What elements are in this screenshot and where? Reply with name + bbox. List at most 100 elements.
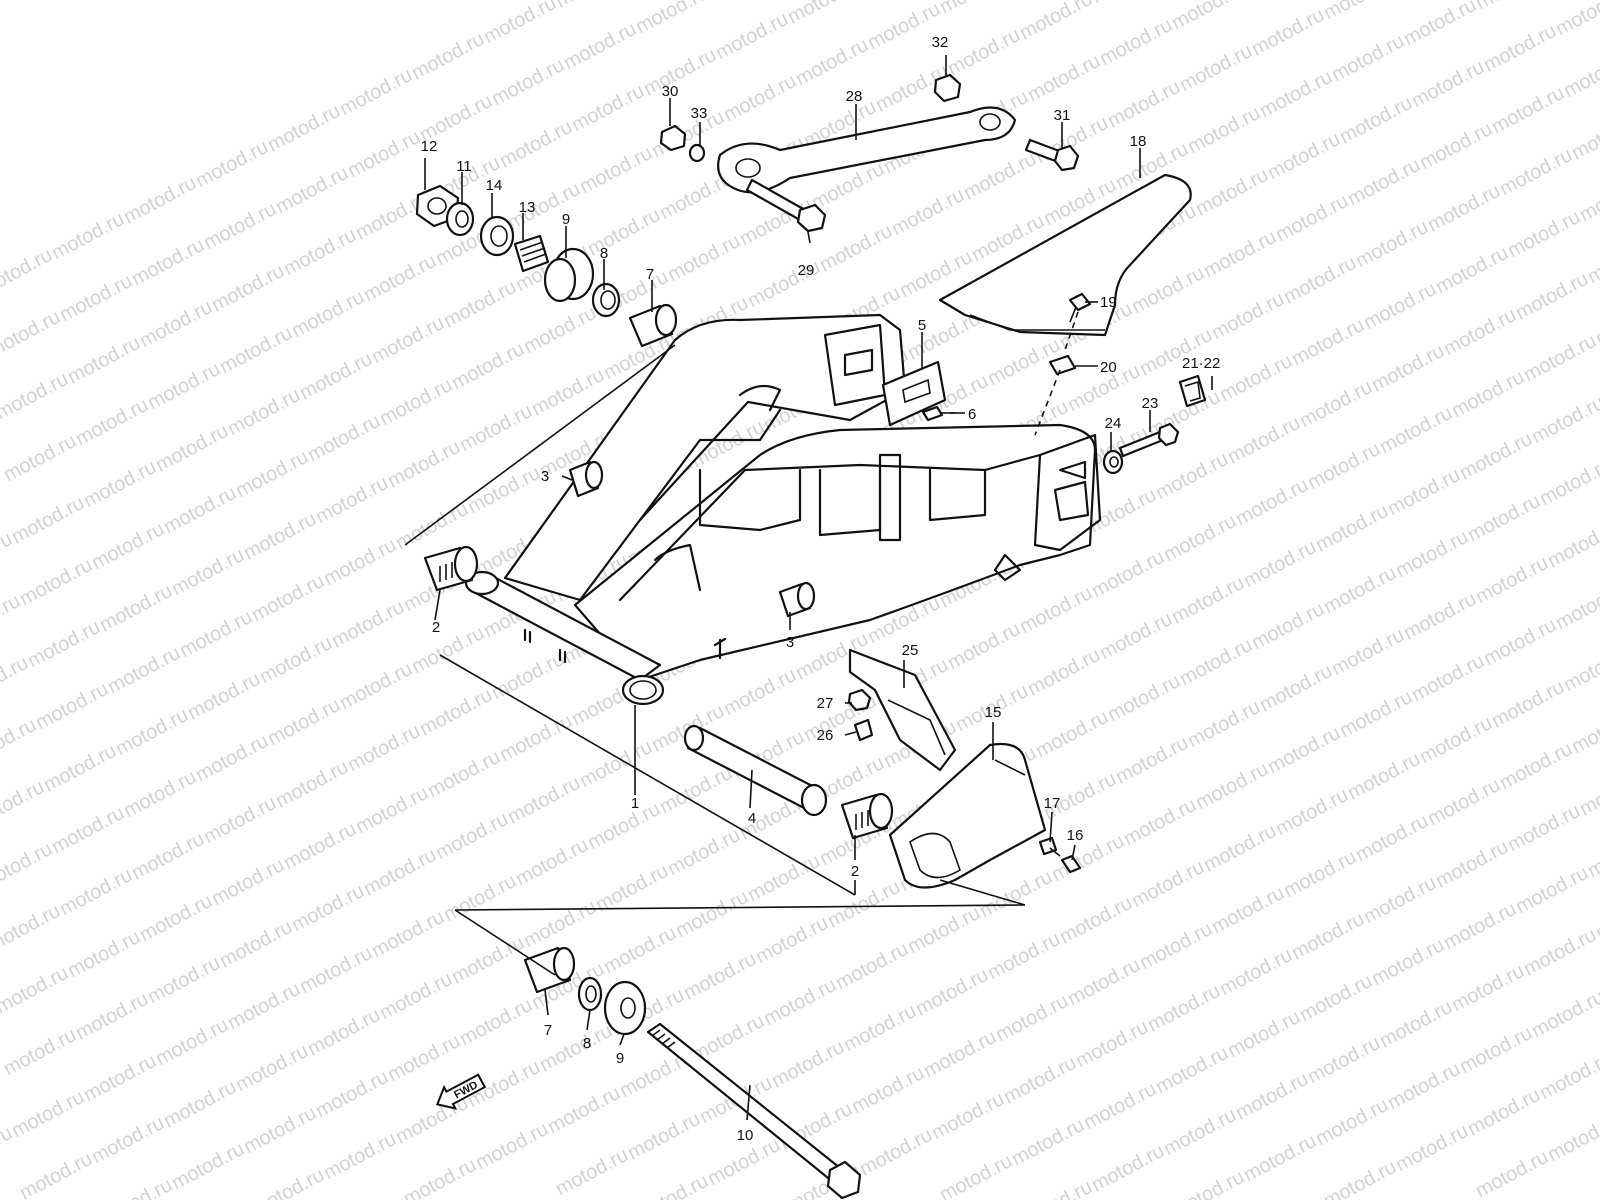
watermark-text: motod.ru xyxy=(1568,108,1600,164)
watermark-text: motod.ru xyxy=(1120,794,1200,850)
watermark-text: motod.ru xyxy=(112,704,192,760)
callout-23: 23 xyxy=(1142,395,1159,412)
watermark-text: motod.ru xyxy=(1280,846,1360,902)
watermark-text: motod.ru xyxy=(1080,1078,1160,1134)
watermark-text: motod.ru xyxy=(760,974,840,1030)
watermark-text: motod.ru xyxy=(184,668,264,724)
watermark-text: motod.ru xyxy=(1048,830,1128,886)
watermark-text: motod.ru xyxy=(248,570,328,626)
watermark-text: motod.ru xyxy=(1552,578,1600,634)
watermark-text: motod.ru xyxy=(1248,598,1328,654)
watermark-text: motod.ru xyxy=(1408,650,1488,706)
watermark-text: motod.ru xyxy=(104,642,184,698)
watermark-text: motod.ru xyxy=(1408,56,1488,112)
watermark-text: motod.ru xyxy=(1304,1032,1384,1088)
watermark-text: motod.ru xyxy=(1432,836,1512,892)
watermark-text: motod.ru xyxy=(0,306,64,362)
watermark-text: motod.ru xyxy=(368,312,448,368)
watermark-text: motod.ru xyxy=(1224,412,1304,468)
watermark-text: motod.ru xyxy=(160,482,240,538)
watermark-text: motod.ru xyxy=(1472,0,1552,14)
watermark-text: motod.ru xyxy=(1112,732,1192,788)
watermark-text: motod.ru xyxy=(1272,190,1352,246)
watermark-text: motod.ru xyxy=(168,544,248,600)
callout-12: 12 xyxy=(421,138,438,155)
watermark-text: motod.ru xyxy=(984,928,1064,984)
watermark-text: motod.ru xyxy=(1088,546,1168,602)
watermark-text: motod.ru xyxy=(376,968,456,1024)
watermark-text: motod.ru xyxy=(8,492,88,548)
watermark-text: motod.ru xyxy=(448,932,528,988)
watermark-text: motod.ru xyxy=(648,106,728,162)
callouts: 12 11 14 13 9 8 7 30 33 32 28 31 18 29 1… xyxy=(421,34,1221,1144)
watermark-text: motod.ru xyxy=(856,1124,936,1180)
watermark-text: motod.ru xyxy=(744,850,824,906)
callout-33: 33 xyxy=(691,105,708,122)
callout-16: 16 xyxy=(1067,827,1084,844)
watermark-text: motod.ru xyxy=(80,456,160,512)
watermark-text: motod.ru xyxy=(48,802,128,858)
watermark-text: motod.ru xyxy=(120,766,200,822)
callout-1: 1 xyxy=(631,795,639,812)
watermark-text: motod.ru xyxy=(1168,572,1248,628)
watermark-text: motod.ru xyxy=(1096,14,1176,70)
watermark-text: motod.ru xyxy=(1416,712,1496,768)
watermark-text: motod.ru xyxy=(1312,500,1392,556)
watermark-text: motod.ru xyxy=(408,622,488,678)
watermark-text: motod.ru xyxy=(1440,898,1520,954)
watermark-text: motod.ru xyxy=(272,756,352,812)
watermark-text: motod.ru xyxy=(0,962,72,1018)
watermark-text: motod.ru xyxy=(472,1118,552,1174)
callout-29: 29 xyxy=(798,262,815,279)
swingarm xyxy=(464,313,1102,706)
watermark-text: motod.ru xyxy=(1344,154,1424,210)
watermark-text: motod.ru xyxy=(936,1150,1016,1200)
callout-18: 18 xyxy=(1130,133,1147,150)
callout-11: 11 xyxy=(456,158,472,175)
watermark-text: motod.ru xyxy=(1512,862,1592,918)
callout-17: 17 xyxy=(1044,795,1061,812)
watermark-text: motod.ru xyxy=(1392,526,1472,582)
callout-4: 4 xyxy=(748,810,756,827)
watermark-text: motod.ru xyxy=(1296,376,1376,432)
callout-9-top: 9 xyxy=(562,211,570,228)
watermark-text: motod.ru xyxy=(160,1076,240,1132)
watermark-text: motod.ru xyxy=(1512,268,1592,324)
watermark-text: motod.ru xyxy=(128,234,208,290)
watermark-text: motod.ru xyxy=(1160,510,1240,566)
watermark-text: motod.ru xyxy=(704,0,784,2)
watermark-text: motod.ru xyxy=(1328,624,1408,680)
watermark-text: motod.ru xyxy=(1168,0,1248,34)
watermark-text: motod.ru xyxy=(0,776,48,832)
watermark-text: motod.ru xyxy=(128,828,208,884)
watermark-text: motod.ru xyxy=(680,948,760,1004)
watermark-text: motod.ru xyxy=(624,1108,704,1164)
watermark-text: motod.ru xyxy=(1520,924,1600,980)
watermark-text: motod.ru xyxy=(344,720,424,776)
watermark-text: motod.ru xyxy=(1384,464,1464,520)
watermark-text: motod.ru xyxy=(1336,686,1416,742)
watermark-text: motod.ru xyxy=(1160,1104,1240,1160)
watermark-text: motod.ru xyxy=(792,34,872,90)
watermark-text: motod.ru xyxy=(1024,50,1104,106)
watermark-text: motod.ru xyxy=(1288,314,1368,370)
watermark-text: motod.ru xyxy=(544,1082,624,1138)
callout-6: 6 xyxy=(968,406,976,423)
callout-7-bottom: 7 xyxy=(544,1022,552,1039)
watermark-text: motod.ru xyxy=(296,348,376,404)
watermark-text: motod.ru xyxy=(1496,738,1576,794)
watermark-text: motod.ru xyxy=(488,54,568,110)
watermark-text: motod.ru xyxy=(1528,392,1600,448)
watermark-text: motod.ru xyxy=(56,270,136,326)
watermark-text: motod.ru xyxy=(1016,582,1096,638)
watermark-text: motod.ru xyxy=(1424,774,1504,830)
callout-15: 15 xyxy=(985,704,1002,721)
watermark-text: motod.ru xyxy=(1352,810,1432,866)
watermark-text: motod.ru xyxy=(1392,1120,1472,1176)
watermark-text: motod.ru xyxy=(1248,4,1328,60)
watermark-text: motod.ru xyxy=(96,1174,176,1200)
watermark-text: motod.ru xyxy=(296,942,376,998)
watermark-text: motod.ru xyxy=(48,208,128,264)
watermark-text: motod.ru xyxy=(552,0,632,12)
watermark-text: motod.ru xyxy=(992,990,1072,1046)
